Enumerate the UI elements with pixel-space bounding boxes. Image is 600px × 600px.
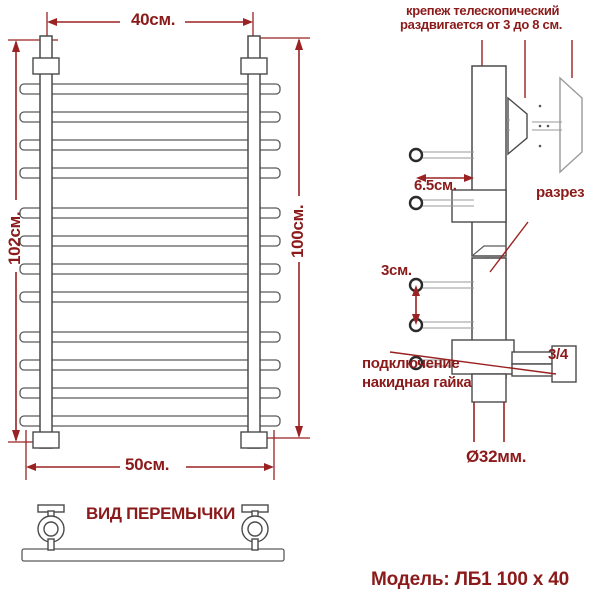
label-width-40: 40см. bbox=[131, 10, 176, 29]
model-title: Модель: ЛБ1 100 х 40 bbox=[371, 569, 569, 590]
connection-callout-leader bbox=[389, 351, 557, 375]
label-connection-line2: накидная гайка bbox=[362, 374, 472, 391]
rung-group bbox=[19, 83, 281, 427]
dim-6-5cm bbox=[416, 174, 474, 182]
rung-stubs-upper bbox=[408, 147, 474, 211]
label-bridge-view: ВИД ПЕРЕМЫЧКИ bbox=[86, 504, 236, 523]
side-collector-upper bbox=[451, 65, 507, 257]
bridge-view-drawing bbox=[21, 504, 285, 562]
front-view-drawing bbox=[8, 12, 310, 480]
wall-bracket-top-right bbox=[240, 57, 268, 75]
dim-diameter-32 bbox=[473, 402, 505, 442]
label-height-102: 102см. bbox=[5, 211, 24, 265]
telescopic-mount-detail bbox=[490, 76, 583, 174]
label-connection-line1: подключение bbox=[362, 355, 460, 372]
label-height-100: 100см. bbox=[288, 204, 307, 258]
mount-note-leaders bbox=[481, 40, 573, 98]
bridge-fitting-left bbox=[37, 504, 65, 551]
dim-left-102 bbox=[8, 39, 58, 443]
rung-stubs-lower bbox=[408, 277, 474, 371]
label-mount-note-line1: крепеж телескопический bbox=[406, 3, 560, 18]
label-spacing-6-5: 6.5см. bbox=[414, 177, 457, 194]
dim-bottom-50 bbox=[25, 430, 275, 480]
wall-bracket-bottom-left bbox=[32, 431, 60, 449]
cut-callout-leader bbox=[489, 221, 529, 273]
label-pipe-diameter: Ø32мм. bbox=[466, 447, 527, 466]
bridge-fitting-right bbox=[241, 504, 269, 551]
side-view-drawing bbox=[389, 40, 583, 442]
label-cut-razrez: разрез bbox=[536, 184, 585, 201]
dim-top-40 bbox=[46, 12, 254, 48]
wall-bracket-top-left bbox=[32, 57, 60, 75]
label-mount-note-line2: раздвигается от 3 до 8 см. bbox=[400, 17, 563, 32]
dim-right-100 bbox=[248, 37, 310, 439]
label-spacing-3: 3см. bbox=[381, 262, 412, 279]
dim-3cm bbox=[412, 285, 420, 325]
vertical-rails bbox=[39, 35, 261, 449]
label-width-50: 50см. bbox=[125, 455, 170, 474]
wall-bracket-bottom-right bbox=[240, 431, 268, 449]
label-thread-size: 3/4 bbox=[548, 346, 568, 363]
